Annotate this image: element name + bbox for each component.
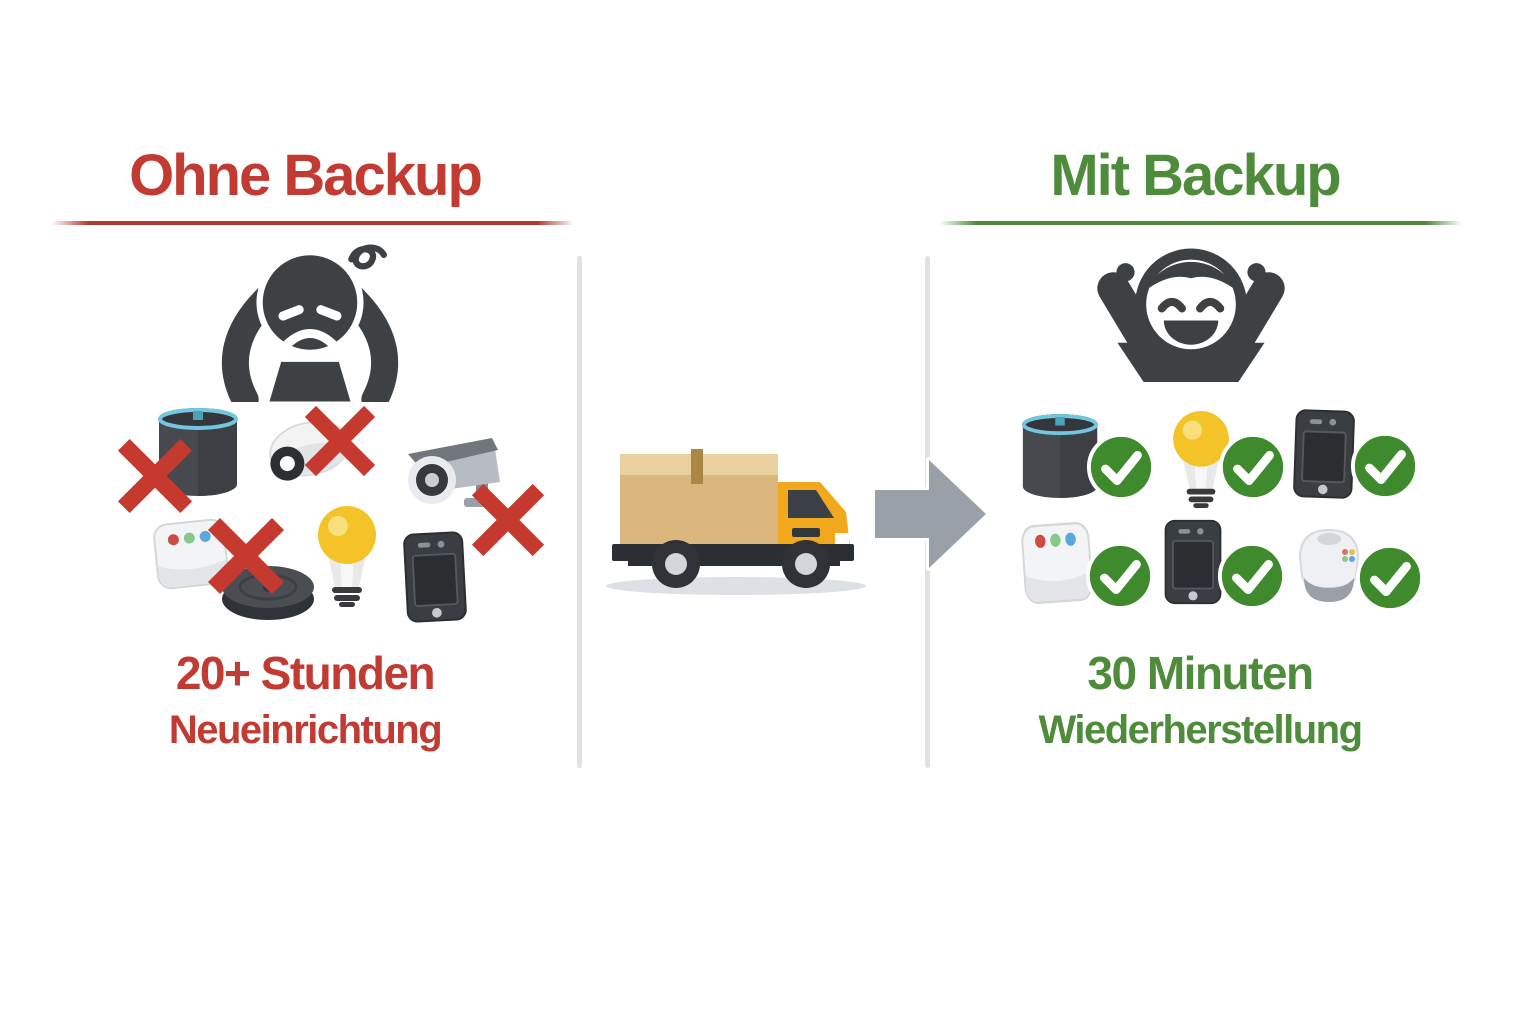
red-x-icon [470, 482, 546, 558]
security-camera-icon [396, 430, 508, 518]
right-stat-value: 30 Minuten [1087, 647, 1314, 699]
happy-person-icon [1085, 246, 1297, 382]
smart-speaker-icon [1020, 410, 1100, 504]
smart-speaker-icon [156, 406, 240, 500]
smart-hub-icon [1018, 519, 1096, 608]
green-check-icon [1086, 432, 1156, 502]
frustrated-person-icon [220, 230, 400, 402]
arrow-right-icon [870, 452, 992, 578]
light-bulb-icon [1171, 410, 1231, 508]
left-stat-label: Neueinrichtung [168, 708, 443, 752]
right-title-underline [940, 221, 1462, 225]
left-stat-value: 20+ Stunden [175, 647, 436, 699]
green-check-icon [1350, 431, 1420, 501]
smartphone-icon [402, 529, 469, 624]
red-x-icon [206, 516, 286, 596]
smartphone-icon [1290, 408, 1357, 500]
light-bulb-icon [316, 505, 378, 607]
smart-hub-icon [150, 515, 233, 593]
red-x-icon [116, 437, 194, 515]
green-check-icon [1085, 541, 1155, 611]
green-check-icon [1218, 432, 1288, 502]
smartphone-icon [1162, 519, 1224, 605]
left-title-underline [52, 221, 574, 225]
left-divider [577, 256, 582, 768]
green-check-icon [1217, 541, 1287, 611]
right-stat-label: Wiederherstellung [1038, 708, 1363, 752]
red-x-icon [303, 404, 377, 478]
right-panel-title: Mit Backup [1050, 143, 1341, 208]
smart-home-speaker-icon [1290, 524, 1368, 608]
moving-truck-icon [598, 436, 878, 598]
green-check-icon [1355, 543, 1425, 613]
left-panel-title: Ohne Backup [129, 143, 483, 208]
